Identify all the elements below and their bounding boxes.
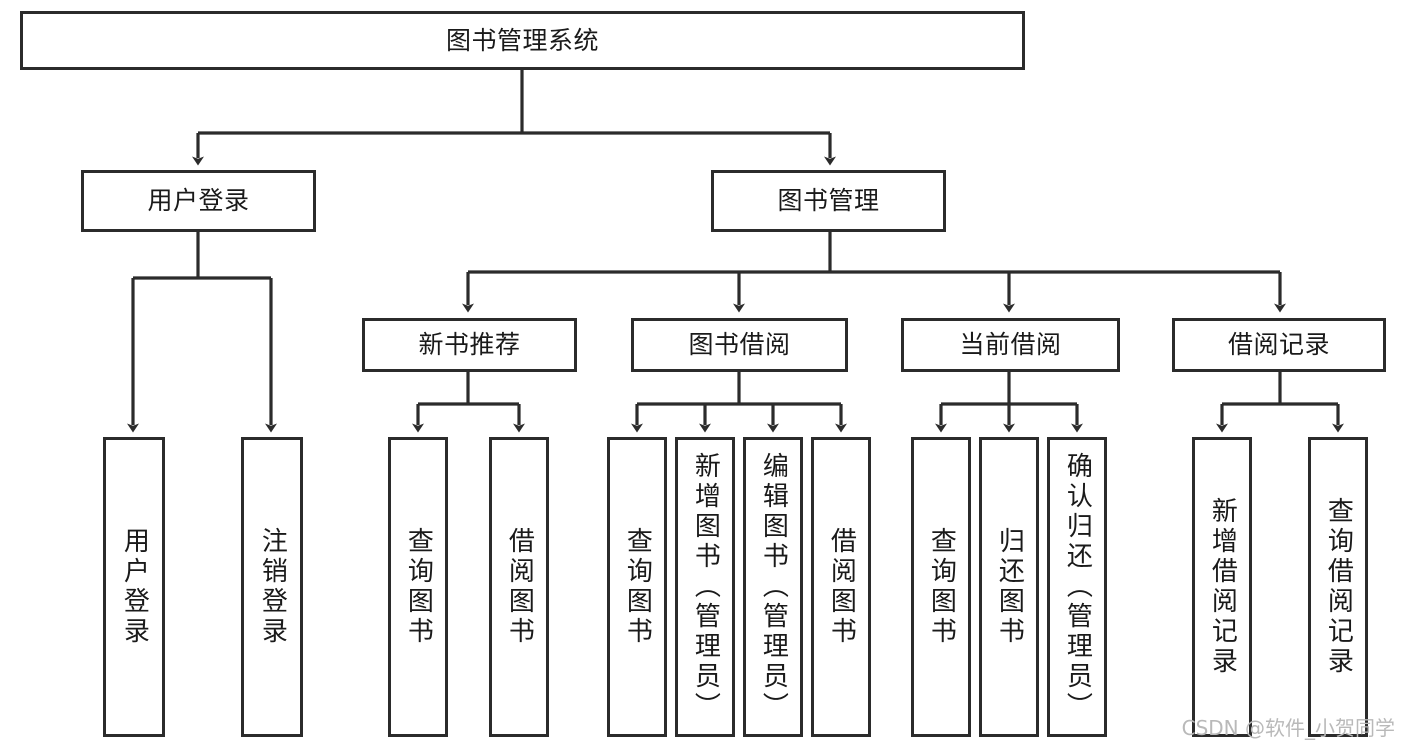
node-book-management-label: 图书管理 xyxy=(777,186,880,216)
node-leaf-query-book-1[interactable]: 查询图书 xyxy=(388,437,448,737)
node-leaf-edit-book-label: 编辑图书（管理员） xyxy=(758,452,789,722)
node-leaf-borrow-book-1[interactable]: 借阅图书 xyxy=(489,437,549,737)
node-user-login[interactable]: 用户登录 xyxy=(81,170,316,232)
node-borrow-record[interactable]: 借阅记录 xyxy=(1172,318,1386,372)
node-new-book-recommend-label: 新书推荐 xyxy=(418,330,521,360)
node-current-borrow-label: 当前借阅 xyxy=(959,330,1062,360)
node-leaf-borrow-book-1-label: 借阅图书 xyxy=(504,527,535,647)
node-leaf-edit-book[interactable]: 编辑图书（管理员） xyxy=(743,437,803,737)
node-new-book-recommend[interactable]: 新书推荐 xyxy=(362,318,577,372)
node-leaf-query-book-3-label: 查询图书 xyxy=(926,527,957,647)
node-leaf-query-record[interactable]: 查询借阅记录 xyxy=(1308,437,1368,737)
node-leaf-borrow-book-2-label: 借阅图书 xyxy=(826,527,857,647)
node-leaf-logout-login-label: 注销登录 xyxy=(257,527,288,647)
node-leaf-confirm-return-label: 确认归还（管理员） xyxy=(1062,452,1093,722)
node-leaf-add-record-label: 新增借阅记录 xyxy=(1207,497,1238,677)
node-user-login-label: 用户登录 xyxy=(147,186,250,216)
node-leaf-user-login[interactable]: 用户登录 xyxy=(103,437,165,737)
node-leaf-add-record[interactable]: 新增借阅记录 xyxy=(1192,437,1252,737)
node-leaf-query-book-1-label: 查询图书 xyxy=(403,527,434,647)
node-book-management[interactable]: 图书管理 xyxy=(711,170,946,232)
node-root-label: 图书管理系统 xyxy=(445,25,599,55)
node-leaf-logout-login[interactable]: 注销登录 xyxy=(241,437,303,737)
node-leaf-borrow-book-2[interactable]: 借阅图书 xyxy=(811,437,871,737)
node-book-borrow[interactable]: 图书借阅 xyxy=(631,318,848,372)
node-leaf-query-book-2[interactable]: 查询图书 xyxy=(607,437,667,737)
node-leaf-confirm-return[interactable]: 确认归还（管理员） xyxy=(1047,437,1107,737)
node-borrow-record-label: 借阅记录 xyxy=(1227,330,1330,360)
node-current-borrow[interactable]: 当前借阅 xyxy=(901,318,1120,372)
node-leaf-query-book-3[interactable]: 查询图书 xyxy=(911,437,971,737)
node-leaf-add-book[interactable]: 新增图书（管理员） xyxy=(675,437,735,737)
node-root[interactable]: 图书管理系统 xyxy=(20,11,1025,70)
node-leaf-query-book-2-label: 查询图书 xyxy=(622,527,653,647)
node-book-borrow-label: 图书借阅 xyxy=(688,330,791,360)
node-leaf-query-record-label: 查询借阅记录 xyxy=(1323,497,1354,677)
node-leaf-user-login-label: 用户登录 xyxy=(119,527,150,647)
node-leaf-add-book-label: 新增图书（管理员） xyxy=(690,452,721,722)
node-leaf-return-book-label: 归还图书 xyxy=(994,527,1025,647)
node-leaf-return-book[interactable]: 归还图书 xyxy=(979,437,1039,737)
